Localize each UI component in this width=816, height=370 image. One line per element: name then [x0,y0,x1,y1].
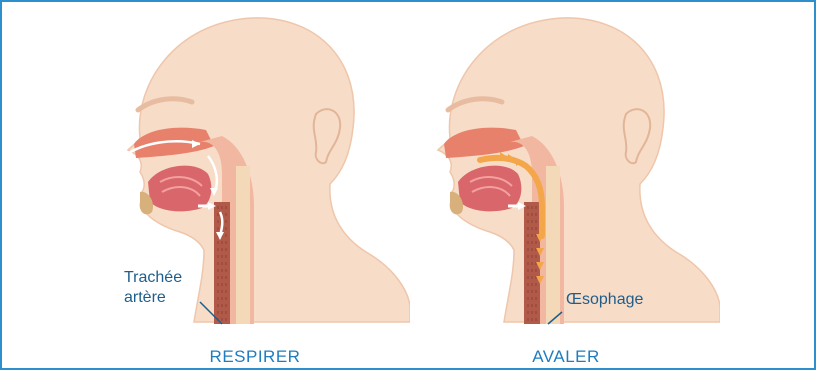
esophagus-label: Œsophage [566,290,643,310]
caption-swallowing: AVALER [532,346,600,368]
caption-breathing: RESPIRER [210,346,301,368]
trachea-label-line1: Trachée [124,268,182,288]
trachea-label-line2: artère [124,288,182,308]
spine [546,166,560,324]
trachea-label: Trachée artère [124,268,182,308]
spine [236,166,250,324]
